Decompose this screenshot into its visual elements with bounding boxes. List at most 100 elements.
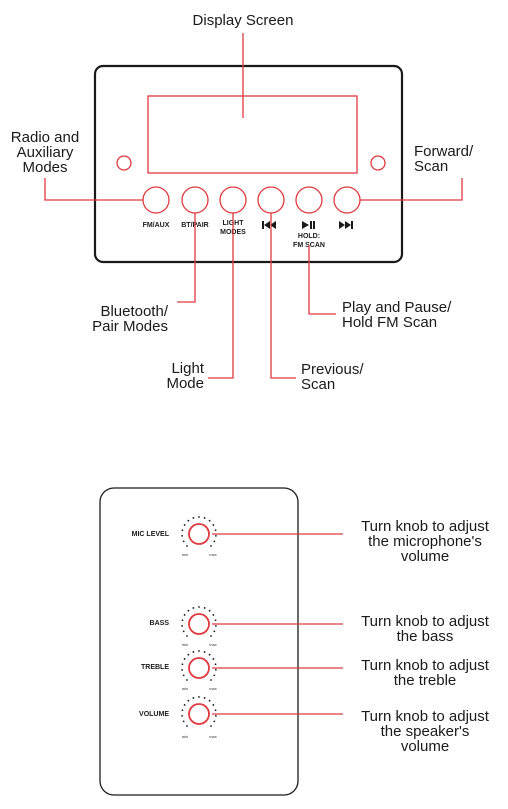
scale-dot [187, 609, 190, 612]
light-mode-callout-line1: Light [171, 360, 204, 377]
treble-label: TREBLE [141, 664, 169, 671]
treble-callout-line2: the treble [394, 672, 457, 689]
scale-dot [182, 540, 185, 543]
previous-callout-line2: Scan [301, 376, 335, 393]
hold-label-line1: HOLD: [298, 233, 320, 240]
scale-dot [214, 715, 217, 717]
bluetooth-callout-line1: Bluetooth/ [100, 303, 168, 320]
scale-dot [186, 545, 188, 547]
scale-dot [181, 529, 184, 532]
volume-knob[interactable] [188, 703, 210, 725]
fm-aux-label: FM/AUX [143, 222, 170, 229]
treble-min-label: min [182, 686, 188, 691]
radio-aux-callout-line1: Radio and [11, 129, 79, 146]
right-indicator-light [370, 155, 386, 171]
scale-dot [183, 704, 186, 706]
scale-dot [214, 709, 217, 712]
scale-dot [186, 679, 188, 681]
volume-min-label: min [182, 734, 188, 739]
scale-dot [214, 619, 217, 622]
play-pause-icon [302, 221, 315, 229]
scale-dot [214, 535, 217, 537]
scale-dot [198, 650, 200, 652]
scale-dot [181, 619, 184, 622]
play-pause-button[interactable] [295, 186, 323, 214]
scale-dot [212, 704, 215, 706]
scale-dot [187, 699, 190, 702]
scale-dot [181, 669, 184, 671]
scale-dot [192, 607, 195, 609]
forward-button[interactable] [333, 186, 361, 214]
left-indicator-light [116, 155, 132, 171]
scale-dot [187, 519, 190, 522]
bottom-leader-lines [212, 533, 343, 715]
scale-dot [208, 699, 211, 702]
radio-aux-callout-line2: Auxiliary [17, 144, 74, 161]
display-screen-callout: Display Screen [193, 12, 294, 29]
mic-max-label: max [209, 552, 217, 557]
scale-dot [210, 725, 212, 727]
scale-dot [182, 720, 185, 723]
bass-min-label: min [182, 642, 188, 647]
display-screen [147, 95, 358, 174]
forward-callout-line2: Scan [414, 158, 448, 175]
mic-level-knob[interactable] [188, 523, 210, 545]
bottom-panel-frame [99, 487, 299, 796]
bass-knob[interactable] [188, 613, 210, 635]
scale-dot [214, 663, 217, 666]
scale-dot [210, 635, 212, 637]
scale-dot [186, 635, 188, 637]
scale-dot [208, 609, 211, 612]
scale-dot [212, 524, 215, 526]
mic-level-scale [181, 516, 217, 547]
bt-pair-button[interactable] [181, 186, 209, 214]
mic-callout-line2: the microphone's [368, 533, 482, 550]
scale-dot [182, 674, 185, 677]
scale-dot [214, 625, 217, 627]
scale-dot [203, 697, 206, 699]
scale-dot [203, 651, 206, 653]
scale-dot [208, 519, 211, 522]
bass-callout-line1: Turn knob to adjust [361, 613, 490, 630]
bass-max-label: max [209, 642, 217, 647]
volume-callout-line1: Turn knob to adjust [361, 708, 490, 725]
previous-button[interactable] [257, 186, 285, 214]
scale-dot [203, 517, 206, 519]
next-icon [339, 221, 353, 229]
treble-knob[interactable] [188, 657, 210, 679]
scale-dot [213, 674, 216, 677]
scale-dot [213, 630, 216, 633]
scale-dot [198, 606, 200, 608]
volume-label: VOLUME [139, 711, 169, 718]
scale-dot [214, 669, 217, 671]
mic-level-label: MIC LEVEL [132, 531, 170, 538]
treble-scale [181, 650, 217, 681]
scale-dot [192, 697, 195, 699]
scale-dot [181, 625, 184, 627]
bass-scale [181, 606, 217, 637]
scale-dot [198, 696, 200, 698]
previous-icon [262, 221, 276, 229]
volume-callout-line3: volume [401, 738, 449, 755]
scale-dot [213, 720, 216, 723]
forward-callout-line1: Forward/ [414, 143, 474, 160]
scale-dot [203, 607, 206, 609]
scale-dot [181, 715, 184, 717]
play-pause-callout-line1: Play and Pause/ [342, 299, 452, 316]
scale-dot [212, 614, 215, 616]
light-modes-button[interactable] [219, 186, 247, 214]
scale-dot [192, 651, 195, 653]
mic-min-label: min [182, 552, 188, 557]
light-mode-callout-line2: Mode [166, 375, 204, 392]
fm-aux-button[interactable] [142, 186, 170, 214]
scale-dot [183, 524, 186, 526]
scale-dot [192, 517, 195, 519]
scale-dot [181, 709, 184, 712]
bass-label: BASS [150, 620, 170, 627]
bottom-control-panel: MIC LEVEL BASS TREBLE VOLUME min max min… [99, 487, 490, 796]
scale-dot [183, 614, 186, 616]
play-pause-callout-line2: Hold FM Scan [342, 314, 437, 331]
scale-dot [210, 545, 212, 547]
scale-dot [208, 653, 211, 656]
